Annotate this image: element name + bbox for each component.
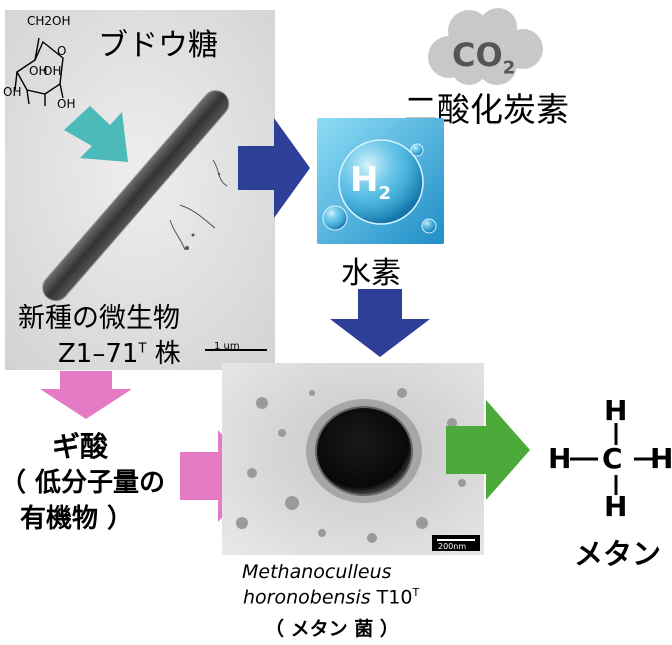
formate-label: ギ酸 <box>52 430 109 463</box>
new-microbe-label: 新種の微生物 <box>18 303 180 334</box>
pink-arrow-down <box>40 371 132 419</box>
teal-arrow <box>64 106 128 162</box>
glucose-structure <box>5 12 105 122</box>
strain-suffix: 株 <box>146 339 181 369</box>
rod-bacterium <box>42 90 230 302</box>
methanogen-common-name: （ メタン 菌 ） <box>265 618 399 640</box>
methane-h-left: H <box>548 442 572 475</box>
strain-superscript: T <box>138 341 147 357</box>
glucose-oh-label-1: OH <box>3 85 22 99</box>
methanogen-strain-superscript: T <box>412 586 420 599</box>
glucose-label: ブドウ糖 <box>98 28 218 63</box>
methanogen-species: horonobensis <box>243 586 371 609</box>
glucose-ring-oxygen-label: O <box>57 44 67 58</box>
methanogen-micrograph <box>222 363 484 555</box>
bacteria-scale-bar-label: 1 um <box>214 341 240 352</box>
methanogen-strain: T10 <box>370 586 413 609</box>
glucose-oh-label-2: OH <box>29 64 48 78</box>
formate-note-line2: 有機物 ） <box>20 504 134 534</box>
formate-note-line1: （ 低分子量の <box>0 468 166 498</box>
methane-label: メタン <box>574 537 662 571</box>
hydrogen-bubble-image <box>317 118 444 244</box>
strain-label: Z1–71T 株 <box>58 333 181 370</box>
glucose-oh-label-3: OH <box>43 64 62 78</box>
bacteria-micrograph <box>5 10 275 370</box>
methanogen-species-line: horonobensis T10T <box>243 586 419 608</box>
green-arrow-right <box>446 400 530 500</box>
methane-c: C <box>602 442 623 475</box>
h2-formula: H2 <box>350 160 391 204</box>
glucose-ch2oh-label: CH2OH <box>27 14 71 28</box>
co2-formula: CO2 <box>452 36 516 79</box>
methanogen-genus: Methanoculleus <box>242 561 392 583</box>
blue-arrow-down <box>330 289 430 357</box>
strain-name: Z1–71 <box>58 339 139 369</box>
hydrogen-label: 水素 <box>341 256 401 291</box>
methane-structure <box>570 423 656 495</box>
methanogen-scale-bar-label: 200nm <box>438 542 467 551</box>
blue-arrow-right <box>238 118 310 218</box>
methane-h-top: H <box>604 394 628 427</box>
glucose-oh-label-4: OH <box>57 97 76 111</box>
pink-arrow-right <box>180 430 260 522</box>
methane-h-right: H <box>650 442 672 475</box>
methane-h-bottom: H <box>604 490 628 523</box>
cloud-icon <box>428 8 543 85</box>
